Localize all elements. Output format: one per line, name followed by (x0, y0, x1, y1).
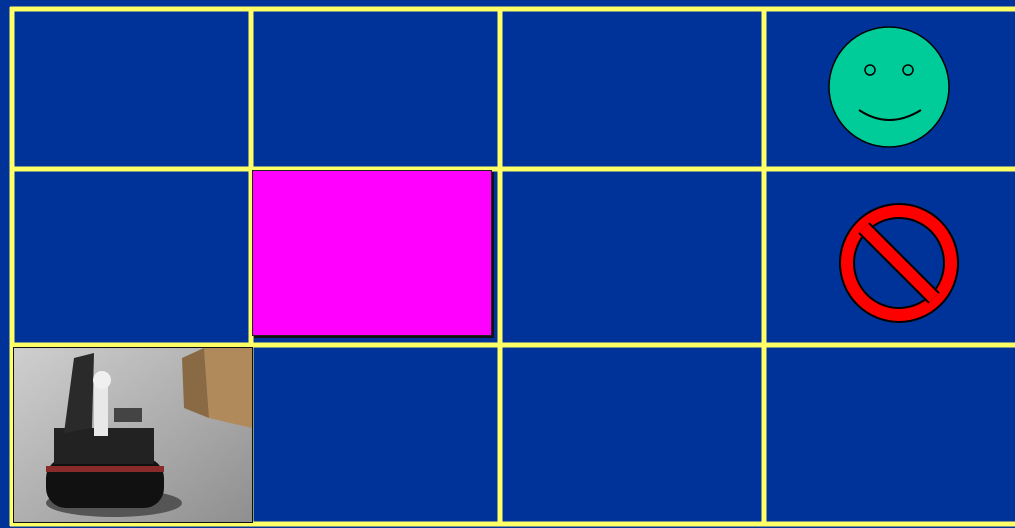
obstacle-cell (252, 170, 492, 336)
smiley-face-icon (826, 24, 952, 150)
robot-photo (13, 347, 253, 523)
no-entry-icon (836, 200, 962, 326)
